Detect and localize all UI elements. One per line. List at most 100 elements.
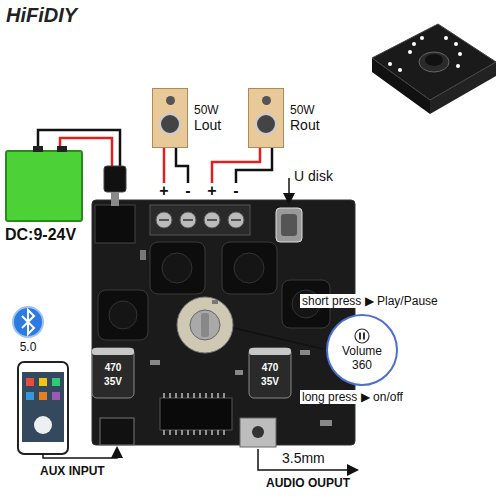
node-text: Lout [194,117,221,133]
pcb-board-part [300,350,310,355]
mini-board-part [398,68,402,72]
battery-terminal [33,146,43,152]
pcb-board-part [212,300,218,304]
node-text: - [230,183,241,199]
pcb-board-part [177,297,233,353]
woofer [255,113,277,135]
pcb-board-part [320,420,332,426]
speaker-box [152,88,188,148]
mini-board-part [408,50,412,54]
pcb-board-part [109,301,137,329]
label-text: 35V [104,376,122,387]
phone-part [34,416,52,434]
phone-part [52,392,60,400]
pcb-board-part [249,348,291,398]
leader-lines-part [234,328,323,349]
pcb-board-part [240,418,276,447]
speaker-wire [163,148,166,183]
term-node: - [230,183,241,199]
leader-lines-part [258,449,356,470]
phone [18,362,68,454]
battery-terminal [57,146,67,152]
speaker-wire [236,148,272,183]
speaker-wire [176,148,188,183]
mini-board-part [456,64,460,68]
term-node: + [204,183,219,199]
mini-board-part [372,24,496,100]
mini-board-part [420,36,424,40]
mini-board [372,24,496,114]
node-text: Volume [342,344,382,358]
battery-body [5,150,83,222]
node-text: Rout [290,117,320,133]
pause-icon [354,328,370,344]
speaker-text: 50WLout [194,103,221,133]
pcb-board-part [92,200,355,445]
phone-part [22,372,64,442]
leader-lines [43,178,356,470]
pcb-board-part [98,290,148,340]
pcb-board-part [104,166,126,192]
pause-icon-part [359,333,361,340]
node-text: - [182,183,193,199]
label-text: 35V [261,376,279,387]
tweeter [262,96,271,105]
leader-lines-part [43,449,117,458]
node-text: + [156,183,171,199]
node-text: 50W [194,103,221,117]
phone-part [18,362,68,454]
leader-lines-part [288,178,290,202]
speaker-node: 50WLout [152,88,221,148]
speaker-text: 50WRout [290,103,320,133]
pcb-board-part [160,398,232,430]
battery-node: DC:9-24V [5,150,83,244]
pcb-board-part [111,192,119,206]
pcb-board-part [201,313,209,337]
pcb-board-part [162,253,192,283]
mini-board-part [388,62,392,66]
node-text: 360 [352,358,372,372]
label-text: 470 [262,362,279,373]
term-node: + [156,183,171,199]
phone-part [52,378,60,386]
label-text: 3.5mm [282,450,325,466]
label-text: U disk [294,168,333,184]
tweeter [166,96,175,105]
bluetooth-icon-part [13,307,43,337]
label-text: AUDIO OUPUT [266,476,350,490]
node-text: 50W [290,103,320,117]
term-node: - [182,183,193,199]
bluetooth-icon [13,307,43,337]
phone-part [26,378,34,386]
pcb-board-part [276,208,302,242]
mini-board-part [412,42,416,46]
pcb-board-part [281,214,297,236]
pcb-board-part [95,205,135,243]
label-text: HiFiDIY [6,4,77,27]
pcb-board-part [150,205,250,235]
pcb-board-part [222,242,277,294]
node-text: + [204,183,219,199]
mini-board-part [425,54,443,66]
pcb-board-part [190,310,220,340]
pcb-board-part [92,348,134,355]
phone-part [39,378,47,386]
pcb-board-part [159,219,241,221]
label-text: AUX INPUT [40,464,105,478]
label-text: long press ▶ on/off [300,390,405,404]
pause-icon-part [363,333,365,340]
pcb-board-part [100,418,134,445]
mini-board-part [444,36,448,40]
woofer [159,113,181,135]
pcb-board-part [150,242,205,294]
mini-board-part [458,52,462,56]
speaker-box [248,88,284,148]
pcb-board-part [150,360,160,365]
label-text: 470 [105,362,122,373]
pcb-board-part [252,426,264,438]
pause-icon-part [355,329,369,343]
bluetooth-icon-part [22,310,34,334]
